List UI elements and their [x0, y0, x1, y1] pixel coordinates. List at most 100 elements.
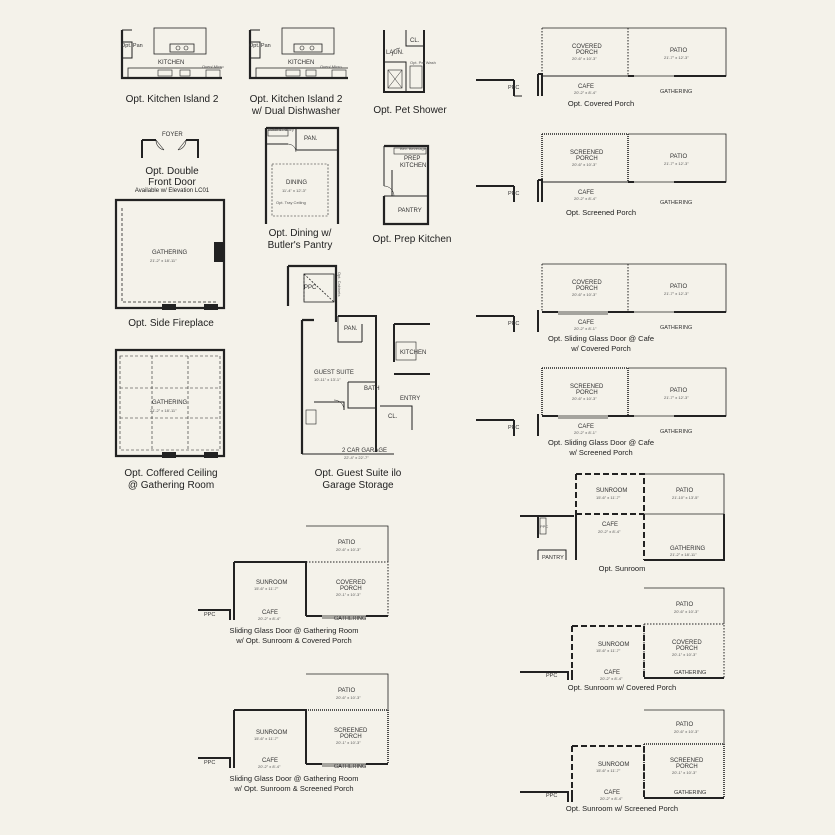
- caption: Opt. Pet Shower: [373, 105, 447, 116]
- pantry-label: PAN.: [304, 136, 318, 142]
- cafe-label: CAFE: [262, 758, 279, 764]
- sunroom-label: SUNROOM: [598, 762, 630, 768]
- patio-label: PATIO: [338, 540, 356, 546]
- room-label: DINING: [286, 180, 307, 186]
- porch-label-2: PORCH: [576, 286, 598, 292]
- kitchen-island-dishwasher-plan: Opt. Pan KITCHEN Oven/ Micro Opt. Kitche…: [240, 26, 352, 120]
- sunroom-covered-plan: PATIO 20'-6" x 10'-3" SUNROOM 15'-6" x 1…: [516, 586, 728, 692]
- porch-label-2: PORCH: [340, 734, 362, 740]
- room-label: KITCHEN: [288, 60, 315, 66]
- screened-porch-plan: SCREENED PORCH 20'-6" x 10'-3" PATIO 21'…: [474, 132, 728, 218]
- prep-kitchen-plan: Bev. Beverage PREP KITCHEN PANTRY Opt. P…: [366, 140, 458, 248]
- cafe-label: CAFE: [578, 84, 595, 90]
- sgd-gathering-sunroom-screened-plan: PATIO 20'-6" x 10'-3" SUNROOM 15'-6" x 1…: [196, 672, 392, 796]
- caption-line-2: w/ Opt. Sunroom & Covered Porch: [236, 636, 352, 645]
- kitchen-island-plan: Opt. Pan KITCHEN Oven/ Micro Opt. Kitche…: [118, 26, 226, 108]
- sgd-cafe-screened-plan: SCREENED PORCH 20'-6" x 10'-3" PATIO 21'…: [474, 366, 728, 462]
- kitchen-label: KITCHEN: [400, 163, 427, 169]
- sunroom-label: SUNROOM: [256, 580, 288, 586]
- foyer-label: FOYER: [162, 132, 183, 138]
- dining-butlers-pantry-plan: Butler's Pantry PAN. DINING 11'-4" x 12'…: [258, 124, 342, 254]
- gathering-label: GATHERING: [334, 616, 367, 622]
- cafe-label: CAFE: [578, 424, 595, 430]
- gathering-label: GATHERING: [674, 790, 707, 796]
- porch-label-1: SCREENED: [670, 758, 704, 764]
- pantry-label: PAN.: [344, 326, 358, 332]
- cafe-label: CAFE: [262, 610, 279, 616]
- porch-dim: 20'-6" x 10'-3": [572, 162, 597, 167]
- patio-dim: 20'-6" x 10'-3": [336, 547, 361, 552]
- caption-line-1: Sliding Glass Door @ Gathering Room: [229, 774, 359, 783]
- pantry-label: PANTRY: [542, 555, 564, 561]
- porch-label-1: COVERED: [336, 580, 366, 586]
- patio-dim: 20'-6" x 10'-3": [674, 729, 699, 734]
- pet-wash-label: Opt. Pet Wash: [410, 60, 436, 65]
- porch-dim: 20'-1" x 10'-3": [336, 740, 361, 745]
- caption-line-2: w/ Screened Porch: [569, 448, 633, 457]
- sgd-gathering-sunroom-covered-plan: PATIO 20'-6" x 10'-3" SUNROOM 15'-6" x 1…: [196, 524, 392, 648]
- cafe-dim: 20'-2" x 8'-4": [598, 529, 621, 534]
- ppc-label: PPC: [204, 760, 216, 766]
- entry-label: ENTRY: [400, 396, 421, 402]
- caption-line-1: Opt. Sliding Glass Door @ Cafe: [548, 334, 654, 343]
- patio-dim: 20'-6" x 10'-3": [336, 695, 361, 700]
- sunroom-label: SUNROOM: [596, 488, 628, 494]
- patio-label: PATIO: [676, 488, 694, 494]
- cabinets-label: Opt. Cabinets: [337, 272, 342, 297]
- garage-dim: 22'-4" x 22'-7": [344, 455, 369, 460]
- bath-label: BATH: [364, 386, 380, 392]
- oven-label: Oven/ Micro: [320, 64, 342, 69]
- porch-label-1: COVERED: [572, 280, 602, 286]
- sunroom-dim: 15'-6" x 11'-7": [596, 648, 621, 653]
- room-dim: 21'-2" x 18'-11": [150, 408, 177, 413]
- beverage-label: Bev. Beverage: [400, 146, 426, 151]
- caption-line-2: @ Gathering Room: [127, 480, 215, 491]
- porch-label-2: PORCH: [676, 646, 698, 652]
- porch-dim: 20'-6" x 10'-3": [572, 396, 597, 401]
- covered-porch-plan: COVERED PORCH 20'-6" x 10'-3" PATIO 21'-…: [474, 26, 728, 110]
- gathering-label: GATHERING: [670, 546, 706, 552]
- cafe-label: CAFE: [604, 790, 621, 796]
- gathering-label: GATHERING: [660, 325, 693, 331]
- sunroom-dim: 15'-6" x 11'-7": [254, 736, 279, 741]
- caption-line-2: Garage Storage: [322, 480, 394, 491]
- room-dim: 21'-2" x 18'-11": [150, 258, 177, 263]
- caption: Opt. Kitchen Island 2: [125, 94, 219, 105]
- patio-dim: 21'-7" x 12'-3": [664, 395, 689, 400]
- sunroom-dim: 15'-6" x 11'-7": [596, 495, 621, 500]
- gathering-label: GATHERING: [334, 764, 367, 770]
- porch-label-1: COVERED: [572, 44, 602, 50]
- caption-line-1: Opt. Kitchen Island 2: [249, 94, 343, 105]
- tray-ceiling-label: Opt. Tray Ceiling: [276, 200, 306, 205]
- pantry-label: PANTRY: [398, 208, 422, 214]
- porch-label-2: PORCH: [576, 390, 598, 396]
- oven-label: Oven/ Micro: [202, 64, 224, 69]
- caption-line-2: Front Door: [148, 177, 196, 188]
- sunroom-dim: 15'-6" x 11'-7": [596, 768, 621, 773]
- porch-label-1: SCREENED: [334, 728, 368, 734]
- double-front-door-plan: FOYER Opt. Double Front Door Available w…: [116, 130, 228, 196]
- caption-line-1: Opt. Guest Suite ilo: [314, 468, 402, 479]
- ppc-label: PPC: [508, 425, 520, 431]
- patio-label: PATIO: [338, 688, 356, 694]
- porch-dim: 20'-6" x 10'-3": [572, 292, 597, 297]
- guest-suite-plan: PPC Opt. Cabinets PAN. KITCHEN GUEST SUI…: [284, 262, 432, 494]
- caption: Opt. Screened Porch: [565, 208, 637, 217]
- sunroom-label: SUNROOM: [256, 730, 288, 736]
- closet-label: CL.: [410, 38, 420, 44]
- side-fireplace-plan: GATHERING 21'-2" x 18'-11" Opt. Side Fir…: [112, 196, 230, 330]
- ppc-label: PPC: [508, 191, 520, 197]
- porch-label-2: PORCH: [576, 156, 598, 162]
- porch-dim: 20'-1" x 10'-3": [672, 652, 697, 657]
- cafe-label: CAFE: [578, 190, 595, 196]
- caption: Opt. Covered Porch: [567, 99, 635, 108]
- cafe-dim: 20'-2" x 8'-1": [574, 326, 597, 331]
- porch-label-2: PORCH: [676, 764, 698, 770]
- pantry-label: Opt. Pan: [121, 43, 143, 49]
- sunroom-label: SUNROOM: [598, 642, 630, 648]
- caption-line-1: Opt. Double: [145, 166, 199, 177]
- caption-line-2: Butler's Pantry: [267, 240, 333, 251]
- porch-label-2: PORCH: [576, 50, 598, 56]
- ppc-label: PPC: [546, 673, 558, 679]
- cafe-label: CAFE: [604, 670, 621, 676]
